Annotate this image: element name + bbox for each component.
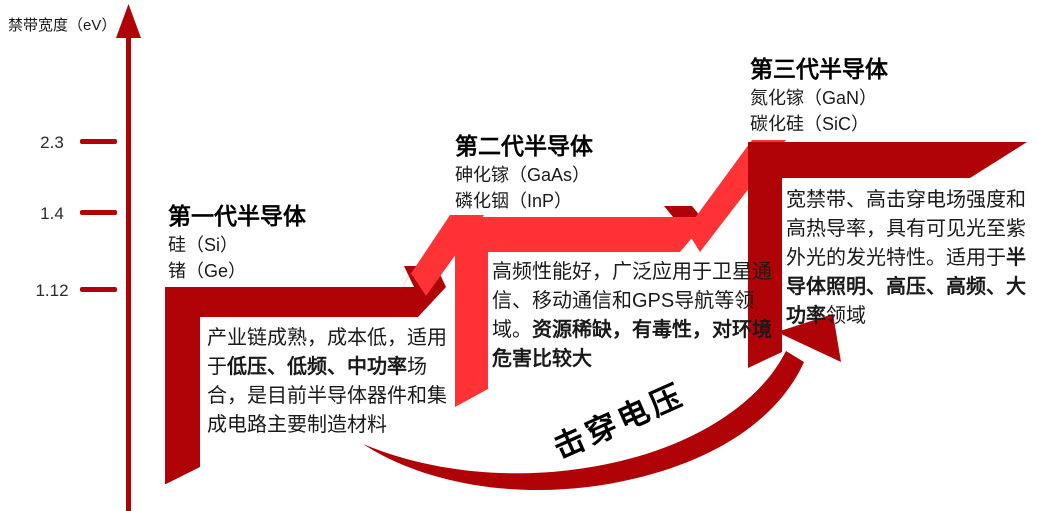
tick-dash-1-12 (80, 287, 117, 292)
gen2-ribbon-fold (664, 206, 701, 217)
gen2-material-inp: 磷化铟（InP） (455, 191, 573, 211)
gen3-desc-pre: 宽禁带、高击穿电场强度和高热导率，具有可见光至紫外光的发光特性。适用于 (786, 189, 1026, 269)
gen1-header: 第一代半导体 硅（Si） 锗（Ge） (168, 200, 306, 284)
gen3-description: 宽禁带、高击穿电场强度和高热导率，具有可见光至紫外光的发光特性。适用于半导体照明… (786, 186, 1036, 331)
gen1-description: 产业链成熟，成本低，适用于低压、低频、中功率场合，是目前半导体器件和集成电路主要… (207, 324, 459, 440)
gen1-desc-bold: 低压、低频、中功率 (227, 356, 407, 378)
gen1-material-ge: 锗（Ge） (168, 261, 247, 281)
gen3-desc-post: 领域 (826, 305, 866, 327)
tick-dash-1-4 (80, 210, 117, 215)
gen1-step-ribbon (165, 287, 446, 484)
tick-label-1-12: 1.12 (35, 281, 69, 300)
gen3-material-gan: 氮化镓（GaN） (750, 88, 878, 108)
gen2-description: 高频性能好，广泛应用于卫星通信、移动通信和GPS导航等领域。资源稀缺，有毒性，对… (492, 258, 787, 374)
gen3-header: 第三代半导体 氮化镓（GaN） 碳化硅（SiC） (750, 53, 888, 137)
bandgap-axis-arrowhead-icon (116, 4, 141, 38)
gen3-step-ribbon (748, 142, 1027, 368)
breakdown-voltage-arrowhead-icon (777, 314, 841, 362)
gen2-step-ribbon (455, 217, 710, 407)
gen2-material-gaas: 砷化镓（GaAs） (455, 165, 591, 185)
breakdown-voltage-swoosh (363, 351, 804, 491)
tick-dash-2-3 (80, 139, 117, 144)
gen2-desc-bold: 资源稀缺，有毒性，对环境危害比较大 (492, 319, 772, 370)
gen3-material-sic: 碳化硅（SiC） (750, 114, 870, 134)
bandgap-axis-line (126, 18, 131, 511)
gen1-desc-pre: 产业链成熟，成本低，适用于 (207, 327, 447, 378)
axis-title: 禁带宽度（eV） (8, 17, 117, 34)
gen3-title: 第三代半导体 (750, 56, 888, 82)
gen3-desc-bold: 半导体照明、高压、高频、大功率 (786, 247, 1026, 327)
gen1-material-si: 硅（Si） (168, 235, 239, 255)
tick-label-1-4: 1.4 (40, 204, 64, 223)
tick-label-2-3: 2.3 (40, 133, 64, 152)
gen1-desc-post: 场合，是目前半导体器件和集成电路主要制造材料 (207, 356, 447, 436)
gen1-title: 第一代半导体 (168, 203, 306, 229)
gen2-desc-pre: 高频性能好，广泛应用于卫星通信、移动通信和GPS导航等领域。 (492, 261, 772, 341)
gen2-title: 第二代半导体 (455, 133, 593, 159)
gen2-header: 第二代半导体 砷化镓（GaAs） 磷化铟（InP） (455, 130, 593, 214)
